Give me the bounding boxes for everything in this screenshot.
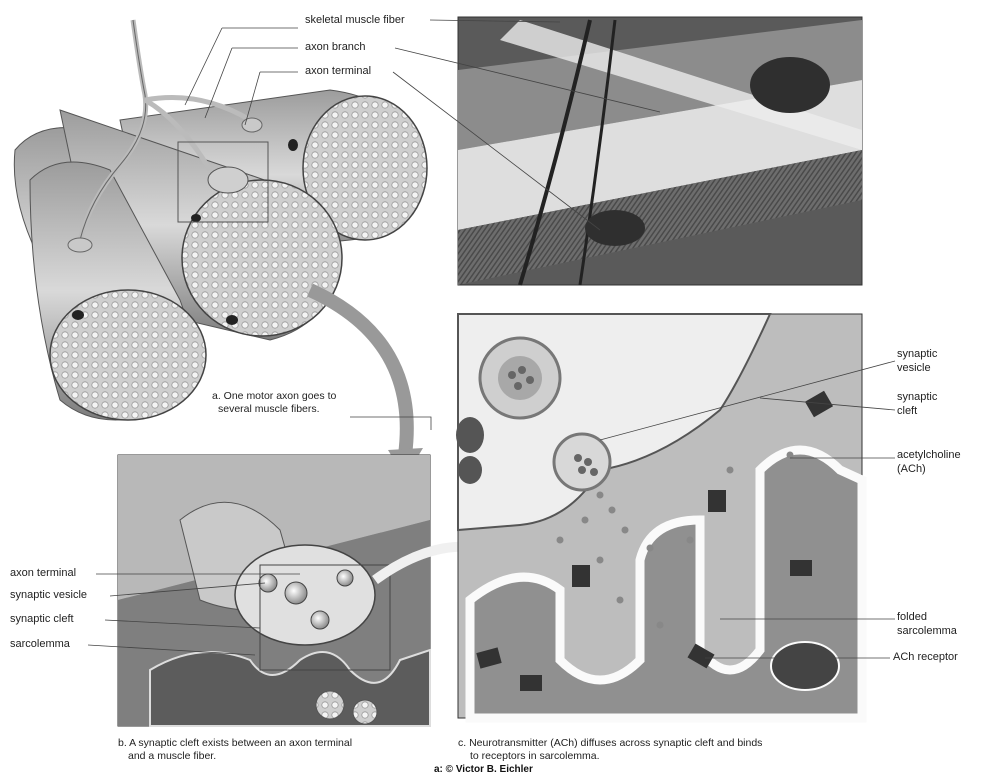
label-axon-terminal-top: axon terminal [305, 65, 371, 78]
panel-c [456, 314, 862, 718]
caption-b-line2: and a muscle fiber. [128, 750, 216, 762]
label-synaptic-vesicle-b: synaptic vesicle [10, 589, 87, 602]
caption-a-line2: several muscle fibers. [218, 403, 320, 415]
label-skeletal-muscle-fiber: skeletal muscle fiber [305, 14, 405, 27]
caption-c-line2: to receptors in sarcolemma. [470, 750, 600, 762]
label-acetylcholine-line2: (ACh) [897, 463, 926, 476]
credit: a: © Victor B. Eichler [434, 764, 533, 775]
label-synaptic-cleft-c-line1: synaptic [897, 391, 937, 404]
label-folded-sarcolemma-line2: sarcolemma [897, 625, 957, 638]
label-folded-sarcolemma-line1: folded [897, 611, 927, 624]
caption-c-line1: c. Neurotransmitter (ACh) diffuses acros… [458, 737, 762, 749]
label-ach-receptor: ACh receptor [893, 651, 958, 664]
axon-terminal [208, 167, 248, 193]
label-axon-branch: axon branch [305, 41, 366, 54]
label-synaptic-vesicle-c-line2: vesicle [897, 362, 931, 375]
fiber-cross-section [182, 180, 342, 336]
fiber-cross-section [50, 290, 206, 420]
caption-a-line1: a. One motor axon goes to [212, 390, 336, 402]
label-synaptic-cleft-c-line2: cleft [897, 405, 917, 418]
label-axon-terminal-b: axon terminal [10, 567, 76, 580]
micrograph [458, 17, 862, 285]
label-synaptic-vesicle-c-line1: synaptic [897, 348, 937, 361]
caption-b-line1: b. A synaptic cleft exists between an ax… [118, 737, 352, 749]
label-synaptic-cleft-b: synaptic cleft [10, 613, 74, 626]
label-acetylcholine-line1: acetylcholine [897, 449, 961, 462]
label-sarcolemma-b: sarcolemma [10, 638, 70, 651]
